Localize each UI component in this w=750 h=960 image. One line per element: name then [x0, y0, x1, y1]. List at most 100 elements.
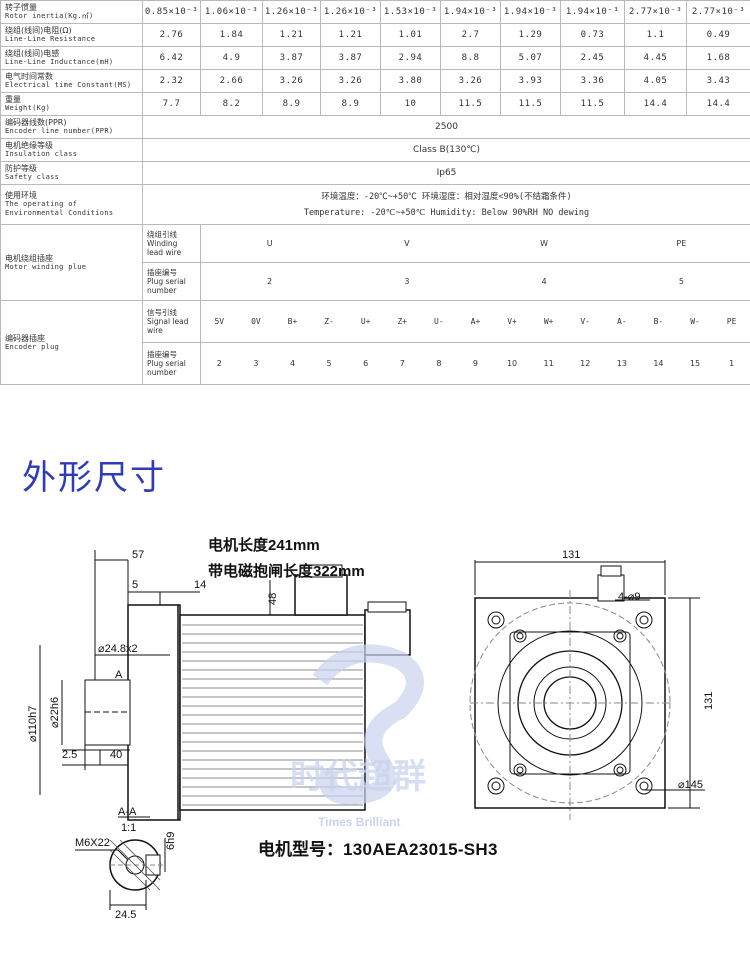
spec-value: 8.2 [200, 92, 263, 116]
pin-cell: 6 [363, 359, 369, 368]
pin-cell: 11 [543, 359, 554, 368]
dim-key: ⌀24.8x2 [98, 643, 138, 655]
spec-value: 8.8 [440, 46, 501, 70]
pin-cell: V- [580, 317, 591, 326]
pin-cell: B+ [287, 317, 298, 326]
spec-value: 1.06×10⁻³ [200, 0, 263, 24]
bolt-hole-inner [491, 615, 501, 625]
spec-value: 1.21 [320, 23, 381, 47]
section-aa: A-A [118, 806, 137, 818]
pin-cell: W- [690, 317, 700, 326]
spec-value: 3.80 [380, 69, 441, 93]
pin-cell: 5 [678, 277, 684, 286]
spec-value: 3.26 [440, 69, 501, 93]
bolt-hole [635, 611, 653, 629]
spec-value: 11.5 [500, 92, 561, 116]
bolt-hole [487, 777, 505, 795]
bolt-hole [513, 629, 527, 643]
pin-cell: 7 [399, 359, 405, 368]
spec-value: 2.94 [380, 46, 441, 70]
dim-shaft-dia: ⌀22h6 [49, 697, 61, 728]
pin-cell: 4 [541, 277, 547, 286]
spec-value: 8.9 [262, 92, 321, 116]
spec-value: 1.21 [262, 23, 321, 47]
pin-cell: 5V [214, 317, 225, 326]
spec-value: 10 [380, 92, 441, 116]
spec-value: 1.1 [624, 23, 687, 47]
pin-cell: U- [434, 317, 444, 326]
pin-cell: 9 [472, 359, 478, 368]
spec-value: 11.5 [440, 92, 501, 116]
pin-cell: 1 [729, 359, 735, 368]
bolt-hole [487, 611, 505, 629]
spec-value: 1.01 [380, 23, 441, 47]
spec-value: 2.7 [440, 23, 501, 47]
dim-131-side: 131 [703, 692, 715, 710]
spec-value: 2500 [142, 115, 750, 139]
spec-value: 5.07 [500, 46, 561, 70]
pin-cell: U [266, 239, 273, 248]
spec-value: 8.9 [320, 92, 381, 116]
spec-row: 编码器线数(PPR)Encoder line number(PPR)2500 [0, 115, 750, 139]
spec-value: 0.73 [560, 23, 625, 47]
pin-cell: A+ [470, 317, 481, 326]
pin-cell: V [404, 239, 410, 248]
spec-value: 2.77×10⁻³ [624, 0, 687, 24]
pin-cell: 3 [253, 359, 259, 368]
pin-cell: PE [676, 239, 687, 248]
pin-cell: 15 [689, 359, 701, 368]
model-label: 电机型号： [258, 840, 343, 859]
spec-value: 4.9 [200, 46, 263, 70]
dimension-drawing: 时代超群 Times Brilliant 电机长度241mm 带电磁抱闸长度32… [27, 536, 715, 921]
dim-40: 40 [110, 749, 122, 761]
spec-value: 3.26 [262, 69, 321, 93]
watermark: 时代超群 Times Brilliant [290, 644, 426, 829]
brake-length-label: 带电磁抱闸长度322mm [208, 562, 365, 580]
pin-cell: V+ [507, 317, 517, 326]
section-title: 外形尺寸 [22, 458, 166, 498]
thread-label: M6X22 [75, 837, 110, 849]
pin-cell: 13 [616, 359, 627, 368]
model-value: 130AEA23015-SH3 [343, 840, 498, 859]
bolt-hole-inner [491, 781, 501, 791]
pin-cell: 0V [251, 317, 261, 326]
pin-cell: 3 [404, 277, 410, 286]
bolt-hole [613, 763, 627, 777]
dim-5: 5 [132, 579, 138, 591]
dim-145: ⌀145 [678, 779, 703, 791]
pin-cell: 2 [216, 359, 222, 368]
pin-cell: Z- [324, 317, 334, 326]
bolt-hole-inner [516, 632, 524, 640]
bolt-hole-inner [639, 615, 649, 625]
bolt-hole-inner [639, 781, 649, 791]
spec-value: 2.32 [142, 69, 201, 93]
bolt-hole [635, 777, 653, 795]
bolt-hole [513, 763, 527, 777]
spec-value: 11.5 [560, 92, 625, 116]
pin-cell: 14 [653, 359, 664, 368]
pin-cell: W [540, 239, 549, 248]
bolt-hole-inner [616, 766, 624, 774]
dim-holes: 4-⌀9 [618, 591, 641, 603]
dim-6h9: 6h9 [165, 832, 177, 850]
spec-value: 1.84 [200, 23, 263, 47]
spec-value: 1.53×10⁻³ [380, 0, 441, 24]
dim-a-mark: A [115, 669, 123, 681]
dim-131-top: 131 [562, 549, 580, 561]
pin-cell: 4 [289, 359, 296, 368]
